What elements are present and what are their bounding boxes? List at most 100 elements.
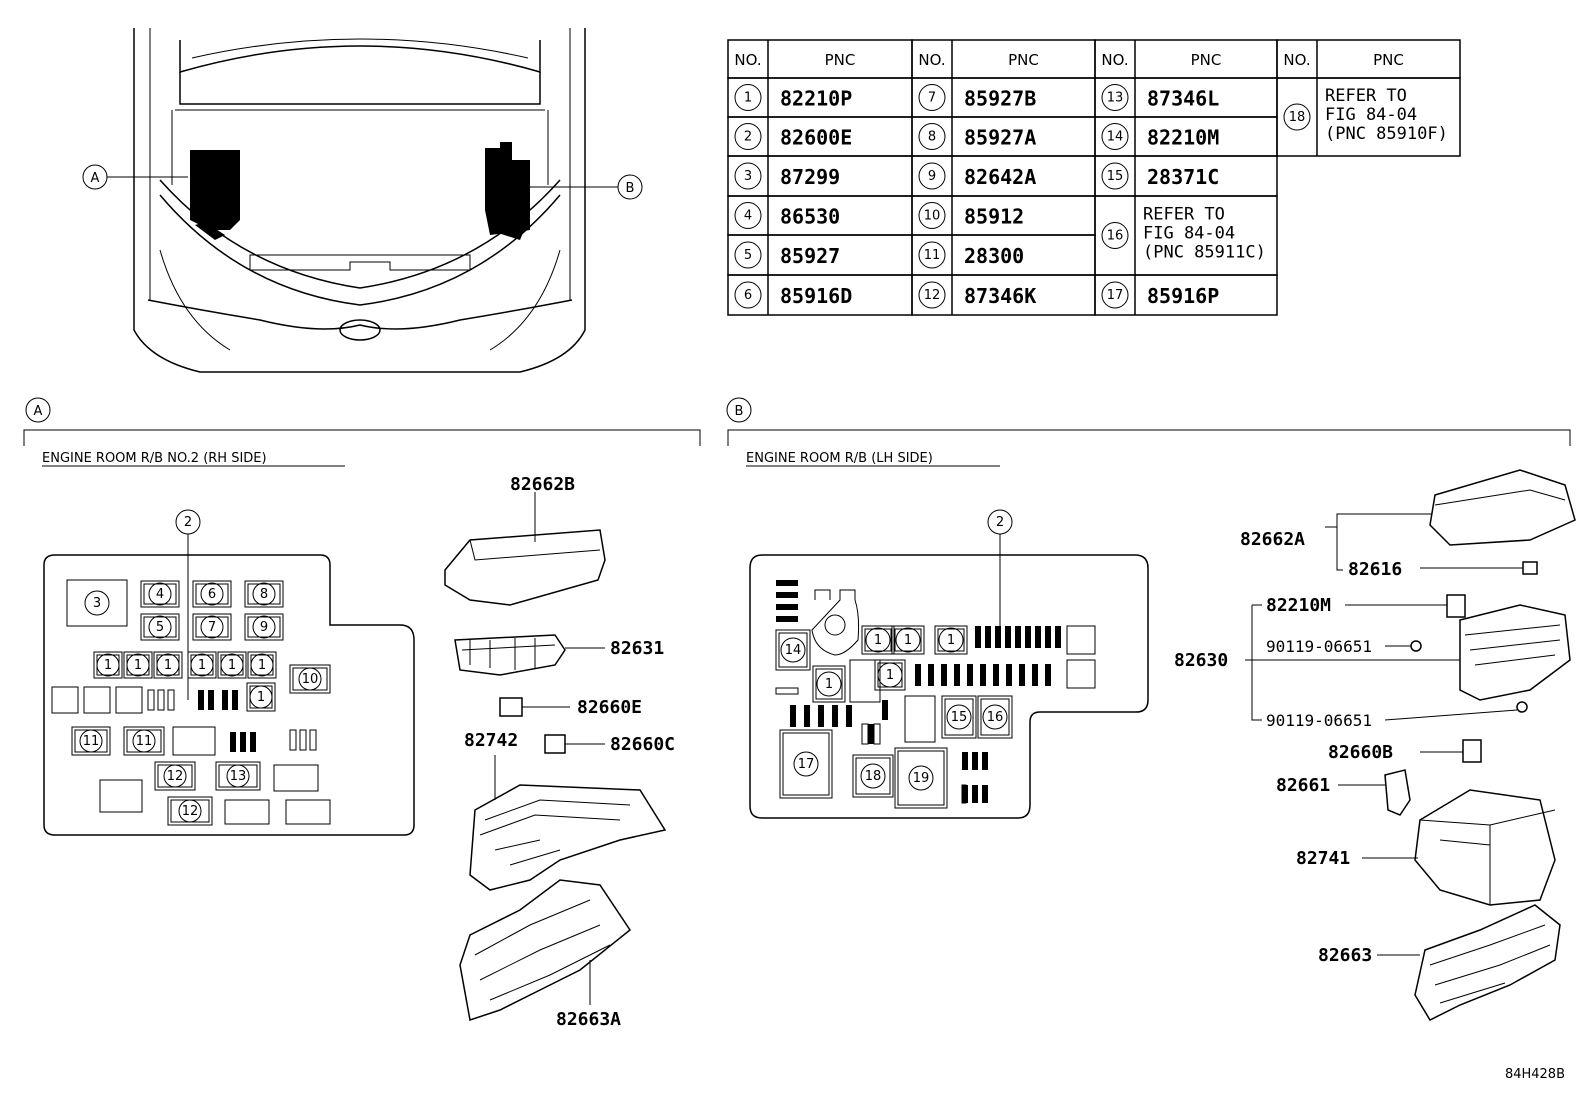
fuse-13-label: 13 bbox=[226, 764, 250, 788]
table-row: 9 82642A bbox=[911, 155, 1096, 197]
svg-text:1: 1 bbox=[825, 677, 833, 692]
fuse-1-label: 1 bbox=[895, 627, 921, 653]
fuse-7-label: 7 bbox=[200, 615, 224, 639]
fuse-14-label: 14 bbox=[780, 637, 806, 663]
svg-text:9: 9 bbox=[928, 169, 936, 184]
part-90119-lower-label: 90119-06651 bbox=[1266, 711, 1372, 730]
svg-text:4: 4 bbox=[744, 209, 752, 224]
section-b-parts bbox=[1245, 469, 1576, 1021]
table-header: NO. PNC bbox=[911, 39, 1096, 79]
fuse-18-label: 18 bbox=[860, 763, 886, 789]
fuse-1-4: 1 bbox=[217, 651, 247, 679]
row-number-3: 3 bbox=[734, 162, 762, 190]
fuse-8: 8 bbox=[244, 580, 284, 608]
fuse-7: 7 bbox=[192, 613, 232, 641]
svg-text:3: 3 bbox=[744, 169, 752, 184]
part-82210m-label: 82210M bbox=[1266, 595, 1331, 616]
pnc-82210M: 82210M bbox=[1147, 126, 1219, 150]
part-82742-label: 82742 bbox=[464, 730, 518, 751]
fuse-17-label: 17 bbox=[793, 751, 819, 777]
svg-text:2: 2 bbox=[996, 515, 1004, 530]
row-number-9: 9 bbox=[918, 162, 946, 190]
svg-text:12: 12 bbox=[924, 288, 941, 303]
fuse-1-small: 1 bbox=[874, 659, 906, 691]
svg-text:16: 16 bbox=[987, 710, 1004, 725]
fuse-4: 4 bbox=[140, 580, 180, 608]
callout-b-vehicle: B bbox=[530, 174, 643, 200]
table-row: 12 87346K bbox=[911, 274, 1096, 316]
svg-text:18: 18 bbox=[865, 769, 882, 784]
svg-text:16: 16 bbox=[1107, 229, 1124, 244]
fuse-5: 5 bbox=[140, 613, 180, 641]
svg-text:15: 15 bbox=[1107, 169, 1124, 184]
fuse-1-1: 1 bbox=[123, 651, 153, 679]
pnc-85912: 85912 bbox=[964, 205, 1024, 229]
row-number-13: 13 bbox=[1101, 84, 1129, 111]
section-b-part-labels: 82662A 82616 82210M 82630 90119-06651 90… bbox=[1174, 529, 1402, 966]
section-a-parts bbox=[444, 492, 667, 1021]
fuse-10-label: 10 bbox=[298, 667, 322, 691]
header-no: NO. bbox=[918, 51, 945, 69]
svg-text:1: 1 bbox=[134, 658, 142, 673]
header-pnc: PNC bbox=[1191, 51, 1222, 69]
table-header: NO.PNC bbox=[1094, 39, 1278, 79]
fuse-19-label: 19 bbox=[908, 765, 934, 791]
fuse-4-label: 4 bbox=[148, 582, 172, 606]
fuse-16-label: 16 bbox=[982, 704, 1008, 730]
svg-text:9: 9 bbox=[260, 620, 268, 635]
fuse-5-label: 5 bbox=[148, 615, 172, 639]
fuse-1-top-0: 1 bbox=[861, 625, 895, 655]
svg-text:18: 18 bbox=[1289, 110, 1306, 125]
fuse-8-label: 8 bbox=[252, 582, 276, 606]
header-no: NO. bbox=[734, 51, 761, 69]
row-number-15: 15 bbox=[1101, 162, 1129, 190]
table-row: 14 82210M bbox=[1094, 116, 1278, 157]
svg-text:5: 5 bbox=[744, 248, 752, 263]
svg-text:1: 1 bbox=[874, 633, 882, 648]
pnc-85927B: 85927B bbox=[964, 87, 1036, 111]
svg-text:1: 1 bbox=[257, 690, 265, 705]
blank-slot bbox=[83, 686, 111, 714]
header-pnc: PNC bbox=[1373, 51, 1404, 69]
fuse-19: 19 bbox=[894, 747, 948, 809]
row-number-10: 10 bbox=[918, 202, 946, 229]
svg-text:1: 1 bbox=[258, 658, 266, 673]
pnc-85927: 85927 bbox=[780, 244, 840, 268]
pnc-82642A: 82642A bbox=[964, 165, 1036, 189]
row-number-11: 11 bbox=[918, 241, 946, 269]
fuse-3-label: 3 bbox=[84, 590, 110, 616]
svg-text:1: 1 bbox=[104, 658, 112, 673]
part-82631-label: 82631 bbox=[610, 638, 664, 659]
fuse-11-b: 11 bbox=[123, 726, 165, 756]
svg-text:17: 17 bbox=[798, 757, 815, 772]
svg-text:A: A bbox=[91, 171, 100, 186]
svg-text:1: 1 bbox=[886, 668, 894, 683]
part-82616-label: 82616 bbox=[1348, 559, 1402, 580]
header-pnc: PNC bbox=[1008, 51, 1039, 69]
table-header: NO.PNC bbox=[1276, 39, 1461, 79]
fuse-15-label: 15 bbox=[946, 704, 972, 730]
row-number-16: 16 bbox=[1101, 222, 1129, 249]
fuse-1-label: 1 bbox=[816, 671, 842, 697]
svg-text:1: 1 bbox=[198, 658, 206, 673]
svg-text:13: 13 bbox=[1107, 91, 1124, 106]
callout-2-b: 2 bbox=[987, 509, 1013, 535]
row-number-12: 12 bbox=[918, 281, 946, 309]
svg-text:1: 1 bbox=[904, 633, 912, 648]
pnc-note-line: FIG 84-04 bbox=[1143, 224, 1235, 244]
pnc-87346K: 87346K bbox=[964, 284, 1036, 308]
part-82660e-label: 82660E bbox=[577, 697, 642, 718]
part-82662a-label: 82662A bbox=[1240, 529, 1305, 550]
pnc-note-line: (PNC 85910F) bbox=[1325, 124, 1448, 144]
row-number-14: 14 bbox=[1101, 123, 1129, 150]
fuse-11-label: 11 bbox=[79, 729, 103, 753]
part-82660b-label: 82660B bbox=[1328, 742, 1393, 763]
section-a-title: ENGINE ROOM R/B NO.2 (RH SIDE) bbox=[42, 451, 267, 466]
fuse-1-label: 1 bbox=[250, 653, 274, 677]
